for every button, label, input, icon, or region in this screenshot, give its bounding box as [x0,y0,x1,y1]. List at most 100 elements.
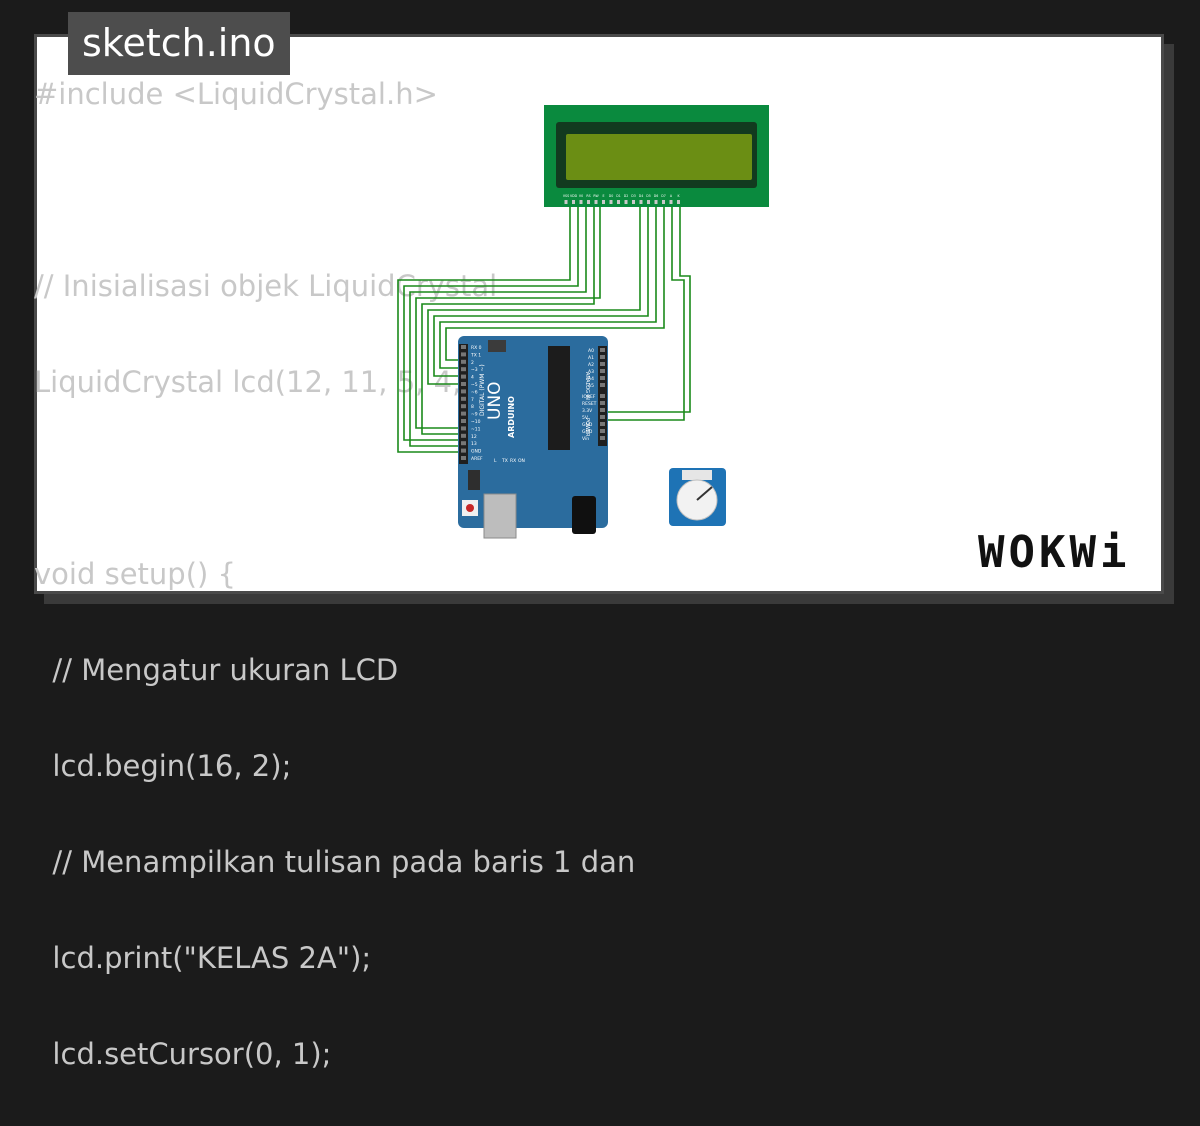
digital-header-strip [459,344,468,464]
led-label: L [494,458,497,464]
digital-pin[interactable] [461,389,466,394]
digital-pin[interactable] [461,382,466,386]
analog-pin-label: A3 [588,369,594,375]
digital-pin[interactable] [461,441,466,446]
wire [433,203,649,377]
led-label: RX [510,458,516,464]
digital-pin-label: ~9 [471,412,478,418]
lcd-pin[interactable] [587,200,590,204]
analog-pin[interactable] [600,355,605,359]
potentiometer[interactable] [669,468,726,526]
digital-pin[interactable] [461,367,466,372]
power-pin-label: 5V [582,415,589,421]
wires [397,203,691,453]
lcd-pin[interactable] [624,200,628,204]
digital-pin[interactable] [461,411,466,416]
lcd-pin-label: VSS [563,194,569,198]
atmega-chip [548,346,570,450]
arduino-pcb [458,336,608,528]
led-label: ON [518,458,525,464]
code-line: lcd.begin(16, 2); [34,749,292,783]
analog-pin[interactable] [600,369,605,373]
lcd-pin-label: K [677,194,680,198]
wokwi-logo[interactable]: WOKWi [978,527,1131,578]
lcd-pin-label: V0 [579,194,583,198]
lcd-pin-label: D7 [661,194,665,198]
wire [445,203,665,361]
lcd-pin-label: D4 [639,194,643,198]
digital-pin-label: RX 0 [471,345,482,351]
brand-label: ARDUINO [507,396,516,438]
digital-label: DIGITAL (PWM ~) [479,364,486,416]
power-pin[interactable] [600,415,605,419]
digital-pin-label: GND [471,449,482,455]
lcd-pin[interactable] [669,200,673,204]
digital-pin[interactable] [461,345,466,349]
power-pin-label: 3.3V [582,408,593,414]
lcd-pin[interactable] [639,200,643,204]
analog-pin[interactable] [600,362,605,366]
lcd-pin[interactable] [564,200,568,204]
power-pin[interactable] [600,436,605,440]
power-jack [572,496,596,534]
digital-pin-label: 13 [471,441,477,447]
power-pin[interactable] [600,422,605,426]
power-pin-label: IOREF [582,394,596,400]
lcd-pin[interactable] [647,200,650,204]
analog-label: ANALOG IN [584,372,590,400]
lcd-pin[interactable] [579,200,583,204]
reset-button-cap [466,504,474,512]
digital-pin[interactable] [461,419,466,423]
digital-pin[interactable] [461,448,466,453]
lcd-pin[interactable] [594,200,598,204]
lcd-pin[interactable] [602,200,605,204]
filename-tab[interactable]: sketch.ino [68,12,290,75]
usb-port [483,493,517,539]
lcd-pin[interactable] [617,200,620,204]
digital-pin[interactable] [461,433,466,438]
analog-pin[interactable] [600,376,605,380]
digital-pin-label: AREF [471,456,483,462]
lcd-pin[interactable] [654,200,658,204]
analog-pin-label: A2 [588,362,594,368]
digital-pin[interactable] [461,352,466,357]
digital-pin[interactable] [461,359,466,364]
digital-pin[interactable] [461,374,466,379]
power-pin[interactable] [600,429,605,433]
lcd-pin-label: D0 [609,194,613,198]
digital-pin[interactable] [461,426,466,431]
digital-pin[interactable] [461,404,466,409]
digital-pin[interactable] [461,456,466,460]
analog-pin[interactable] [600,348,605,352]
wire [403,203,579,441]
lcd-screen [566,134,752,180]
lcd-pin-label: A [670,194,673,198]
digital-pin-label: 2 [471,360,474,366]
power-pin[interactable] [600,401,605,405]
lcd-pin[interactable] [662,200,665,204]
lcd-pin[interactable] [632,200,635,204]
digital-pin-label: 4 [471,375,474,381]
analog-pin[interactable] [600,383,605,387]
lcd-pin-label: VDD [570,194,578,198]
power-pin[interactable] [600,394,605,398]
digital-pin-label: TX 1 [470,352,481,358]
power-pin-label: Vin [582,436,589,442]
code-line: lcd.print("KELAS 2A"); [34,941,372,975]
lcd-pin-label: D6 [654,194,658,198]
lcd-pin-label: RS [586,194,590,198]
wire [600,203,691,413]
code-line: lcd.setCursor(0, 1); [34,1037,332,1071]
lcd-pin[interactable] [572,200,575,204]
lcd-pin[interactable] [609,200,613,204]
digital-pin-label: ~5 [471,382,478,388]
power-pin[interactable] [600,408,605,412]
digital-pin-label: 12 [471,434,477,440]
lcd-pin[interactable] [677,200,680,204]
digital-pin-label: ~10 [471,419,481,425]
digital-pin[interactable] [461,396,466,401]
